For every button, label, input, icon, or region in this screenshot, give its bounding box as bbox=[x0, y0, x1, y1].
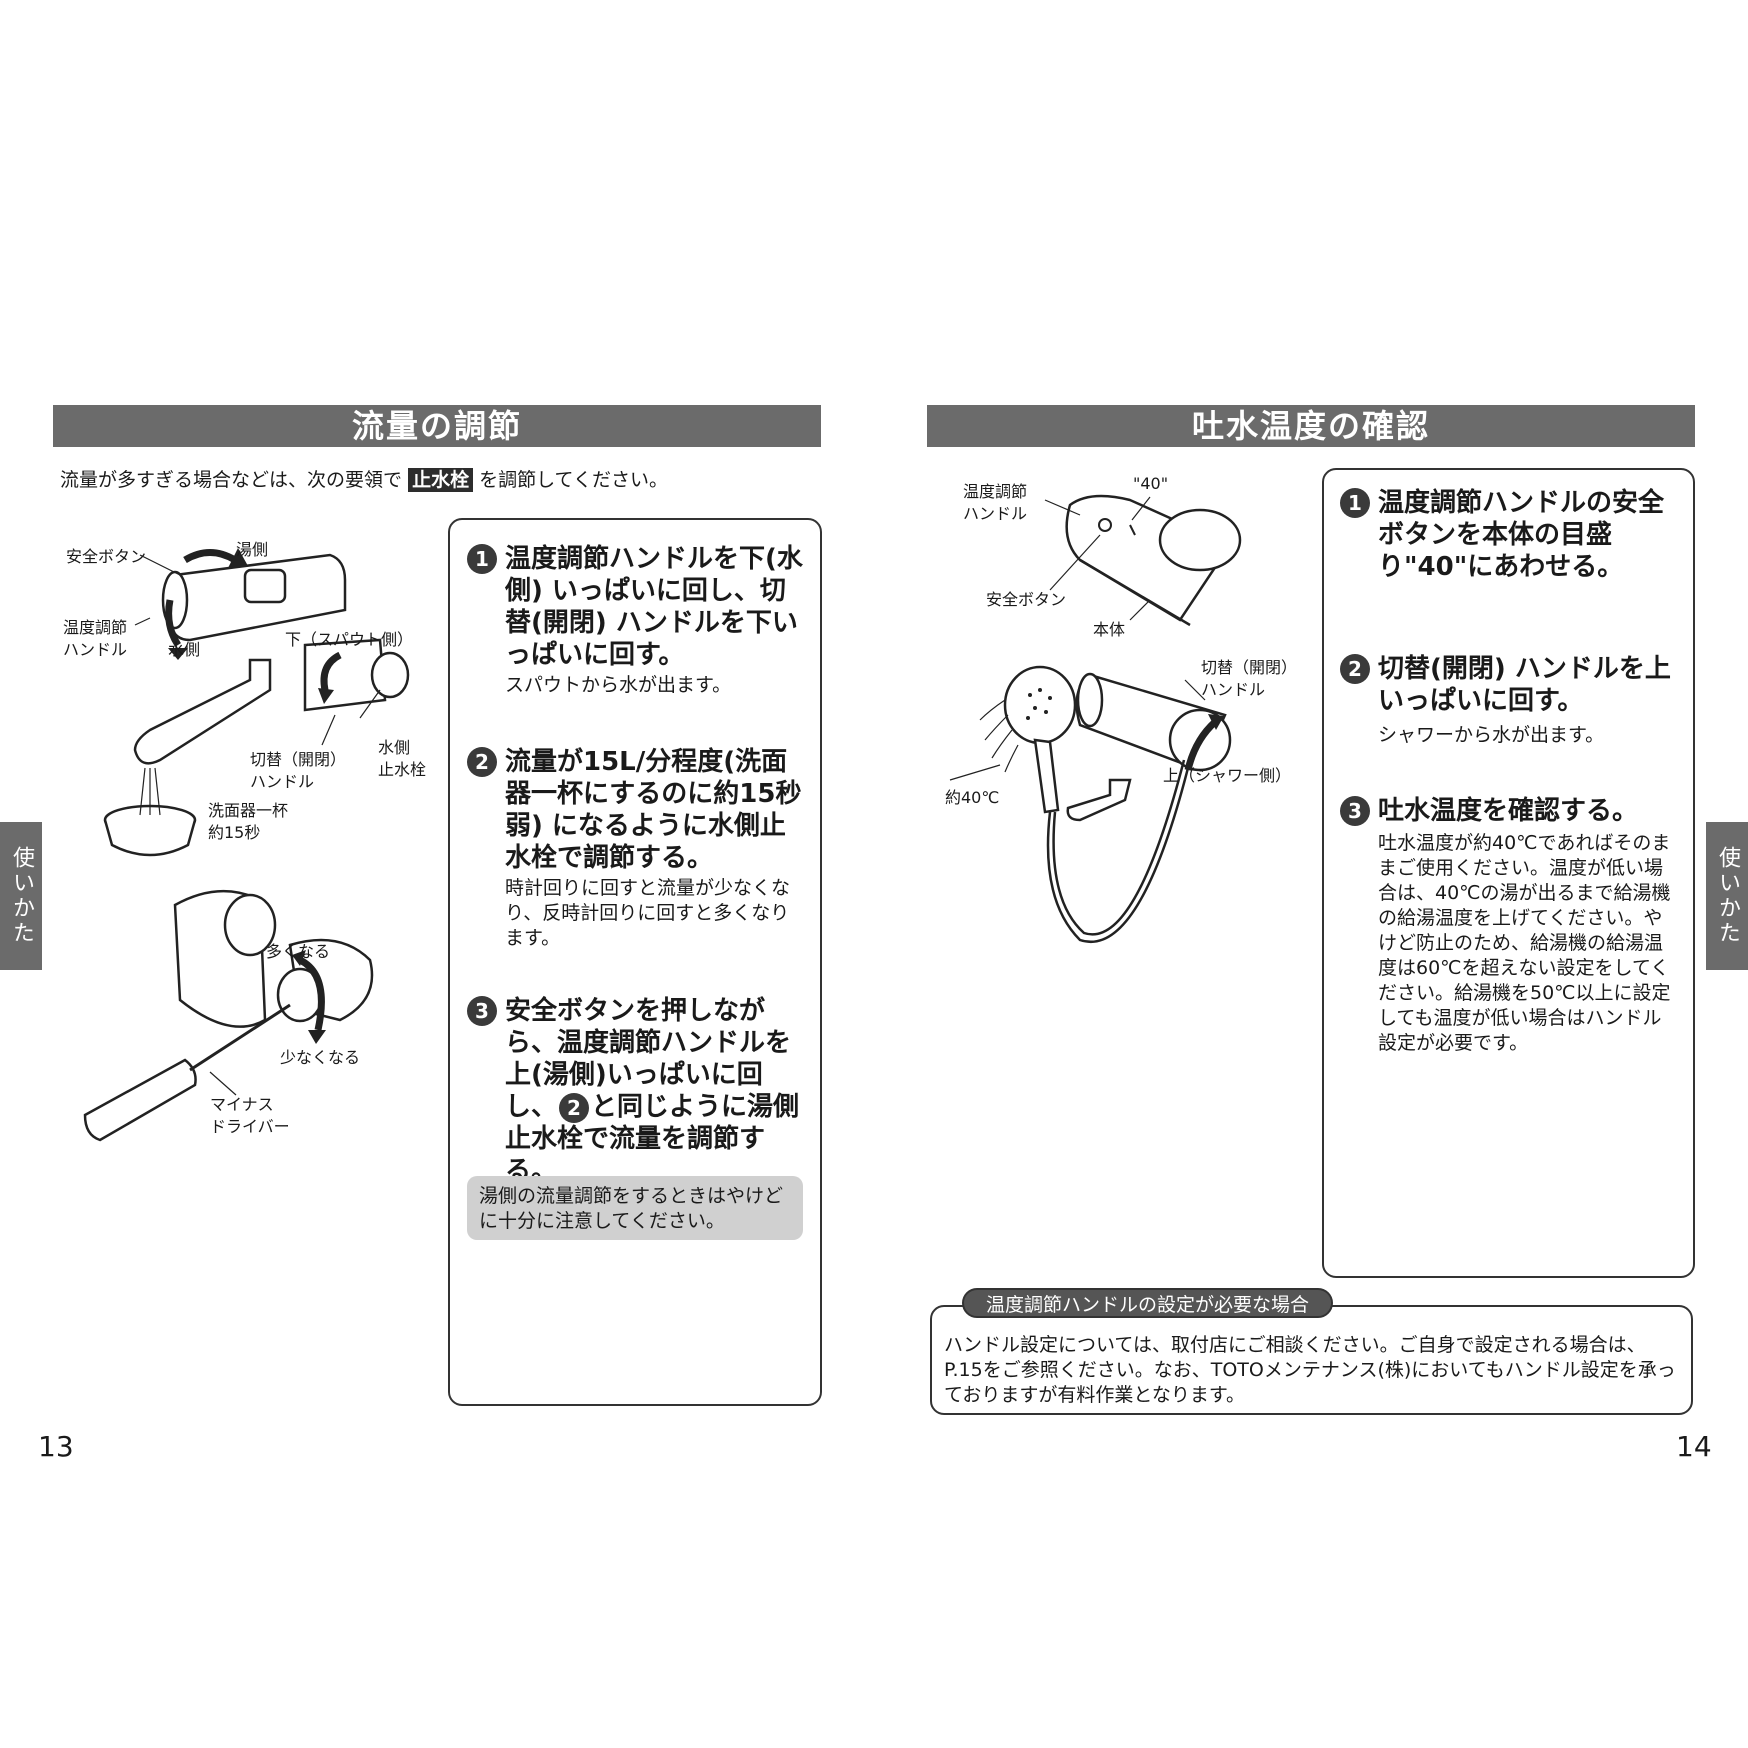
label-right-temp-handle-1: 温度調節 bbox=[963, 482, 1028, 501]
label-right-switch-handle-1: 切替（開閉） bbox=[1201, 658, 1298, 677]
right-step-1: 1 温度調節ハンドルの安全ボタンを本体の目盛り"40"にあわせる。 bbox=[1340, 487, 1680, 583]
right-step-3: 3 吐水温度を確認する。 吐水温度が約40℃であればそのままご使用ください。温度が… bbox=[1340, 795, 1680, 1056]
right-section-title: 吐水温度の確認 bbox=[927, 405, 1695, 447]
step-text: スパウトから水が出ます。 bbox=[505, 674, 732, 696]
label-temp-handle-2: ハンドル bbox=[63, 640, 128, 659]
step-number: 1 bbox=[1340, 488, 1370, 518]
intro-text-before: 流量が多すぎる場合などは、次の要領で bbox=[60, 469, 403, 491]
right-steps-box bbox=[1322, 468, 1695, 1278]
label-right-temp-handle-2: ハンドル bbox=[963, 504, 1028, 523]
step-number: 2 bbox=[467, 747, 497, 777]
label-mark-40: "40" bbox=[1133, 474, 1169, 493]
step-text: シャワーから水が出ます。 bbox=[1378, 724, 1605, 746]
step-text: 吐水温度が約40℃であればそのままご使用ください。温度が低い場合は、40℃の湯が… bbox=[1378, 832, 1671, 1054]
label-more: 多くなる bbox=[266, 942, 331, 961]
intro-tag: 止水栓 bbox=[408, 468, 474, 492]
left-note: 湯側の流量調節をするときはやけどに十分に注意してください。 bbox=[467, 1176, 803, 1240]
left-intro: 流量が多すぎる場合などは、次の要領で 止水栓 を調節してください。 bbox=[60, 465, 668, 492]
label-hot-side: 湯側 bbox=[236, 540, 269, 559]
label-water-side: 水側 bbox=[168, 640, 201, 659]
step-title: 切替(開閉) ハンドルを上いっぱいに回す。 bbox=[1378, 654, 1671, 716]
label-switch-handle-1: 切替（開閉） bbox=[250, 750, 347, 769]
label-right-switch-handle-2: ハンドル bbox=[1201, 680, 1266, 699]
label-down-spout: 下（スパウト側） bbox=[285, 630, 414, 649]
label-right-safety-button: 安全ボタン bbox=[986, 590, 1067, 609]
step-number: 3 bbox=[467, 996, 497, 1026]
step-number: 2 bbox=[1340, 654, 1370, 684]
step-title: 温度調節ハンドルを下(水側) いっぱいに回し、切替(開閉) ハンドルを下いっぱい… bbox=[505, 544, 803, 670]
step-number: 3 bbox=[1340, 796, 1370, 826]
left-page-number: 13 bbox=[38, 1430, 74, 1463]
label-driver-2: ドライバー bbox=[210, 1117, 290, 1136]
bottom-info-title: 温度調節ハンドルの設定が必要な場合 bbox=[962, 1288, 1334, 1318]
label-safety-button: 安全ボタン bbox=[66, 547, 147, 566]
label-temp-handle-1: 温度調節 bbox=[63, 618, 128, 637]
label-less: 少なくなる bbox=[280, 1048, 361, 1067]
left-step-2: 2 流量が15L/分程度(洗面器一杯にするのに約15秒弱) になるように水側止水栓… bbox=[467, 746, 807, 951]
intro-text-after: を調節してください。 bbox=[479, 469, 668, 491]
step-title-before: 安全ボタンを押しながら、温度調節ハンドルを上(湯側)いっぱいに回し、 bbox=[505, 996, 792, 1122]
dial-diagram-icon bbox=[1044, 494, 1242, 627]
left-side-tab: 使いかた bbox=[0, 822, 42, 970]
label-water-stop-2: 止水栓 bbox=[378, 760, 427, 779]
shower-diagram-icon bbox=[949, 665, 1232, 943]
label-body: 本体 bbox=[1093, 620, 1126, 639]
right-side-tab: 使いかた bbox=[1706, 822, 1748, 970]
left-section-title: 流量の調節 bbox=[53, 405, 821, 447]
step-title: 流量が15L/分程度(洗面器一杯にするのに約15秒弱) になるように水側止水栓で… bbox=[505, 747, 802, 873]
step-title: 吐水温度を確認する。 bbox=[1378, 796, 1639, 826]
left-step-1: 1 温度調節ハンドルを下(水側) いっぱいに回し、切替(開閉) ハンドルを下いっぱ… bbox=[467, 543, 807, 698]
right-page-number: 14 bbox=[1676, 1430, 1712, 1463]
step-number: 1 bbox=[467, 544, 497, 574]
screwdriver-diagram-icon bbox=[83, 889, 374, 1142]
label-basin-1: 洗面器一杯 bbox=[208, 801, 289, 820]
faucet-diagram-icon bbox=[103, 548, 410, 857]
left-steps-box bbox=[448, 518, 822, 1406]
step-text: 時計回りに回すと流量が少なくなり、反時計回りに回すと多くなります。 bbox=[505, 877, 791, 949]
label-water-stop-1: 水側 bbox=[378, 738, 411, 757]
step-title: 温度調節ハンドルの安全ボタンを本体の目盛り"40"にあわせる。 bbox=[1378, 488, 1665, 582]
label-switch-handle-2: ハンドル bbox=[250, 772, 315, 791]
right-step-2: 2 切替(開閉) ハンドルを上いっぱいに回す。 シャワーから水が出ます。 bbox=[1340, 653, 1680, 748]
step-ref-number: 2 bbox=[559, 1093, 590, 1123]
label-basin-2: 約15秒 bbox=[208, 823, 261, 842]
label-driver-1: マイナス bbox=[210, 1095, 274, 1114]
label-approx-40: 約40℃ bbox=[945, 788, 1000, 807]
bottom-info-box: ハンドル設定については、取付店にご相談ください。ご自身で設定される場合は、P.1… bbox=[930, 1305, 1693, 1415]
label-up-shower: 上（シャワー側） bbox=[1163, 766, 1292, 785]
